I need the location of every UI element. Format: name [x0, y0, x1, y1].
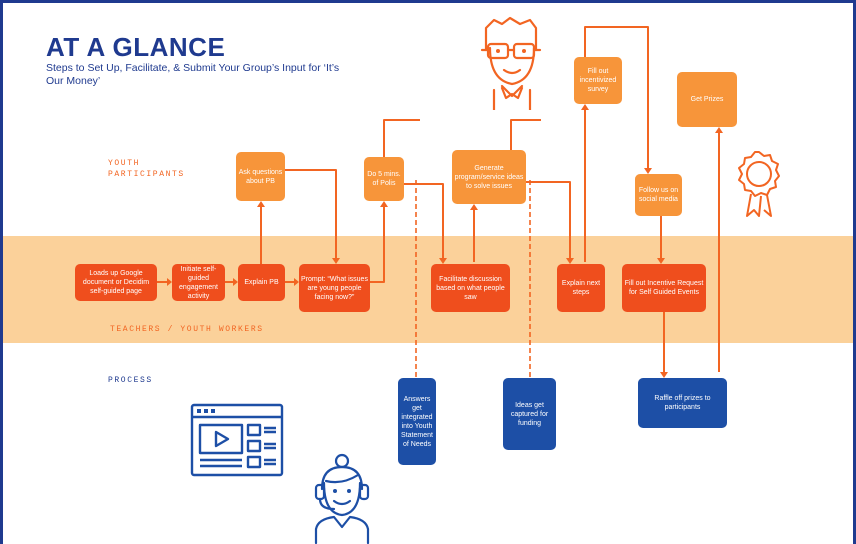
page-subtitle: Steps to Set Up, Facilitate, & Submit Yo… — [46, 62, 340, 87]
step-explain-next: Explain next steps — [557, 264, 605, 312]
step-initiate: Initiate self-guided engagement activity — [172, 264, 225, 301]
step-follow: Follow us on social media — [635, 174, 682, 216]
step-polis: Do 5 mins. of Polis — [364, 157, 404, 201]
step-loads-up: Loads up Google document or Decidim self… — [75, 264, 157, 301]
lane-label-teachers: TEACHERS / YOUTH WORKERS — [110, 325, 264, 334]
lane-label-process: PROCESS — [108, 376, 153, 385]
video-browser-icon — [190, 403, 284, 477]
process-raffle: Raffle off prizes to participants — [638, 378, 727, 428]
step-facilitate: Facilitate discussion based on what peop… — [431, 264, 510, 312]
student-with-glasses-icon — [480, 16, 542, 110]
step-survey: Fill out incentivized survey — [574, 57, 622, 104]
step-generate: Generate program/service ideas to solve … — [452, 150, 526, 204]
step-explain-pb: Explain PB — [238, 264, 285, 301]
step-ask-questions: Ask questions about PB — [236, 152, 285, 201]
process-ideas: Ideas get captured for funding — [503, 378, 556, 450]
award-ribbon-icon — [738, 151, 780, 217]
page-title: AT A GLANCE — [46, 32, 226, 62]
process-answers: Answers get integrated into Youth Statem… — [398, 378, 436, 465]
step-incentive: Fill out Incentive Request for Self Guid… — [622, 264, 706, 312]
step-get-prizes: Get Prizes — [677, 72, 737, 127]
teacher-with-headset-icon — [314, 453, 370, 544]
step-prompt: Prompt: “What issues are young people fa… — [299, 264, 370, 312]
lane-label-youth: YOUTH PARTICIPANTS — [108, 159, 185, 179]
